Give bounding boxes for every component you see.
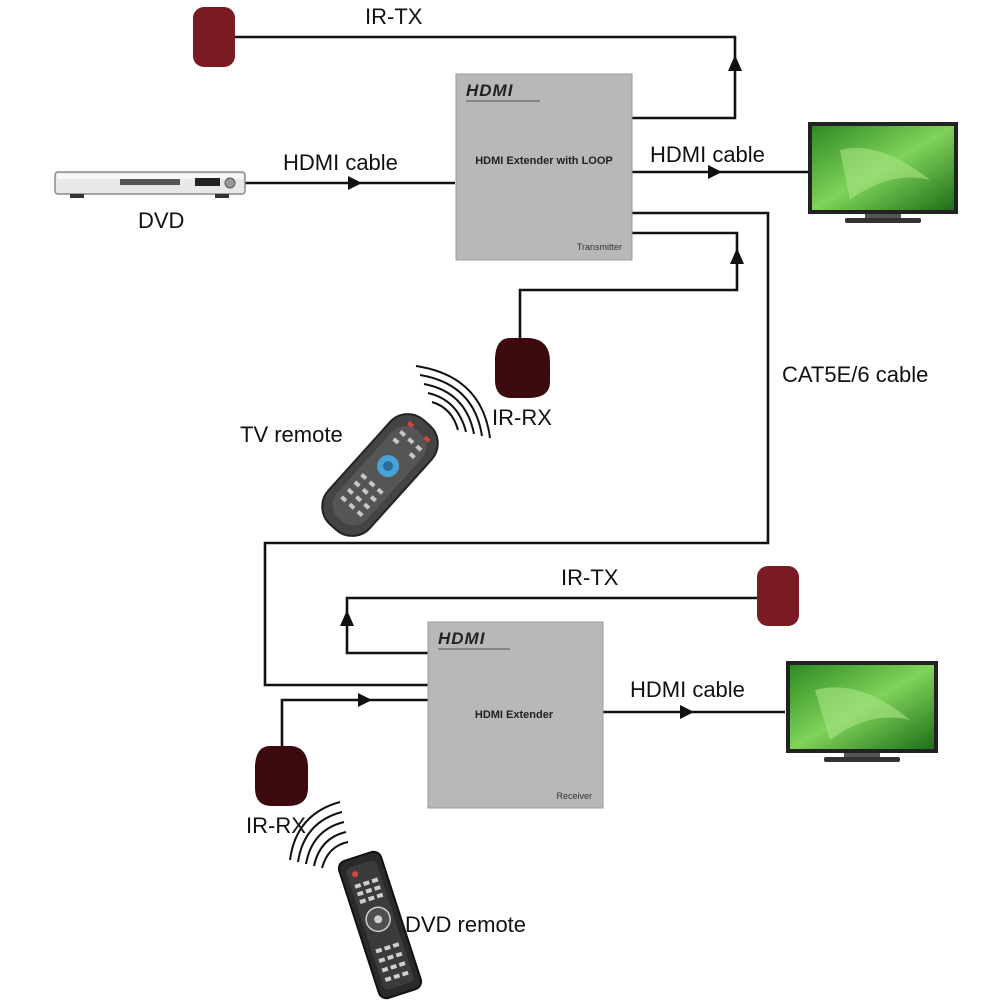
ir-tx-top-emitter [193, 7, 235, 67]
ir-tx-bottom-arrow [340, 610, 354, 626]
transmitter-footer: Transmitter [577, 242, 622, 252]
tv-bottom [786, 661, 938, 762]
hdmi-cable-in-arrow [348, 176, 362, 190]
receiver-box: HDMI HDMI Extender Receiver [427, 621, 604, 809]
cat-cable-label: CAT5E/6 cable [782, 362, 928, 387]
hdmi-cable-in-label: HDMI cable [283, 150, 398, 175]
ir-rx-bottom-wire [280, 698, 430, 748]
receiver-footer: Receiver [556, 791, 592, 801]
hdmi-cable-out-top-arrow [708, 165, 722, 179]
receiver-title: HDMI Extender [475, 709, 554, 721]
ir-rx-top-wire [518, 231, 739, 340]
tv-top [808, 122, 958, 223]
hdmi-cable-out-bottom-label: HDMI cable [630, 677, 745, 702]
tv-remote [321, 413, 439, 537]
ir-tx-top-arrow [728, 55, 742, 71]
dvd-remote [337, 850, 423, 1000]
ir-tx-top-wire [235, 35, 737, 120]
ir-tx-top-label: IR-TX [365, 4, 423, 29]
hdmi-cable-out-bottom-arrow [680, 705, 694, 719]
tv-remote-label: TV remote [240, 422, 343, 447]
ir-rx-top-arrow [730, 248, 744, 264]
hdmi-cable-out-top-label: HDMI cable [650, 142, 765, 167]
ir-rx-bottom-arrow [358, 693, 372, 707]
ir-tx-bottom-label: IR-TX [561, 565, 619, 590]
transmitter-box: HDMI HDMI Extender with LOOP Transmitter [455, 73, 633, 261]
transmitter-title: HDMI Extender with LOOP [475, 155, 613, 167]
tv-remote-signal-icon [415, 365, 491, 439]
ir-rx-top-receiver [495, 338, 550, 398]
dvd-remote-label: DVD remote [405, 912, 526, 937]
ir-rx-bottom-label: IR-RX [246, 813, 306, 838]
ir-tx-bottom-emitter [757, 566, 799, 626]
dvd-remote-signal-icon [289, 801, 349, 869]
dvd-player [54, 171, 246, 198]
dvd-label: DVD [138, 208, 184, 233]
ir-rx-top-label: IR-RX [492, 405, 552, 430]
ir-rx-bottom-receiver [255, 746, 308, 806]
receiver-logo: HDMI [438, 629, 486, 648]
transmitter-logo: HDMI [466, 81, 514, 100]
cat-cable-wire [263, 211, 770, 687]
